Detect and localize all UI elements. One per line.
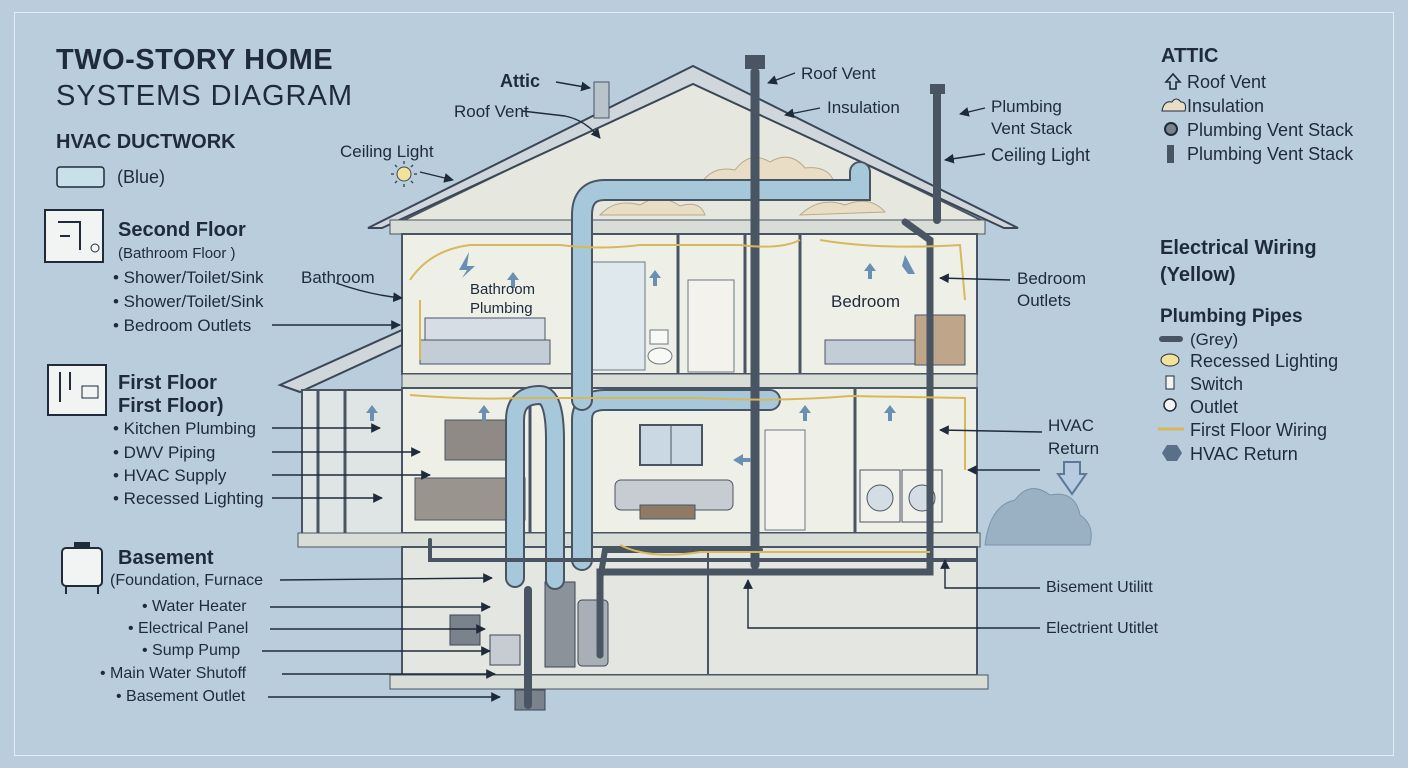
legend-systems-item: (Grey) bbox=[1190, 330, 1239, 349]
legend-systems-item: Outlet bbox=[1190, 397, 1239, 417]
bedroom-outlets-callout: Bedroom bbox=[1017, 269, 1086, 288]
legend-plumbing-heading: Plumbing Pipes bbox=[1160, 306, 1303, 327]
room-label-bathroom-plumbing-2: Plumbing bbox=[470, 300, 533, 317]
second-floor-item: • Shower/Toilet/Sink bbox=[113, 268, 264, 287]
first-floor-heading: First Floor bbox=[118, 372, 217, 394]
legend-attic-item: Plumbing Vent Stack bbox=[1187, 144, 1354, 164]
second-floor-heading: Second Floor bbox=[118, 219, 246, 241]
ceiling-light-callout-left: Ceiling Light bbox=[340, 142, 434, 161]
vent-stack-circle-icon bbox=[1164, 122, 1178, 136]
first-floor-heading-2: First Floor) bbox=[118, 395, 224, 417]
recessed-light-icon bbox=[1160, 353, 1180, 367]
legend-systems-item: HVAC Return bbox=[1190, 444, 1298, 464]
legend-systems-item: First Floor Wiring bbox=[1190, 420, 1328, 440]
insulation-callout: Insulation bbox=[827, 98, 900, 117]
second-floor-item: • Bedroom Outlets bbox=[113, 316, 252, 335]
basement-heading: Basement bbox=[118, 547, 214, 569]
plumbing-vent-stack-callout-2: Vent Stack bbox=[991, 119, 1073, 138]
hvac-heading: HVAC DUCTWORK bbox=[56, 131, 236, 153]
electrical-wiring bbox=[409, 239, 966, 556]
room-label-bathroom-plumbing: Bathroom bbox=[470, 281, 536, 298]
basement-icon bbox=[61, 542, 103, 594]
attic-insulation bbox=[699, 156, 836, 186]
second-floor-sub: (Bathroom Floor ) bbox=[118, 245, 236, 262]
first-floor-item: • DWV Piping bbox=[113, 443, 216, 462]
second-floor-item: • Shower/Toilet/Sink bbox=[113, 292, 264, 311]
page-title: TWO-STORY HOME bbox=[56, 44, 334, 76]
legend-attic-item: Plumbing Vent Stack bbox=[1187, 120, 1354, 140]
switch-icon bbox=[1165, 375, 1175, 390]
second-floor-slab bbox=[401, 373, 978, 389]
basement-item: • Electrical Panel bbox=[128, 620, 249, 637]
basement-item: • Water Heater bbox=[142, 598, 247, 615]
hvac-return-callout: HVAC bbox=[1048, 416, 1094, 435]
legend-attic-item: Roof Vent bbox=[1187, 72, 1267, 92]
basement-item: (Foundation, Furnace bbox=[110, 572, 263, 589]
porch-roof bbox=[277, 328, 403, 394]
ceiling-light-icon bbox=[391, 161, 417, 187]
bathroom-label: Bathroom bbox=[301, 268, 375, 287]
outlet-icon bbox=[1163, 398, 1177, 412]
roof-vent-callout-left: Roof Vent bbox=[454, 102, 529, 121]
grey-pipe-icon bbox=[1159, 336, 1183, 342]
leader-lines bbox=[262, 72, 1043, 702]
legend-systems-item: Recessed Lighting bbox=[1190, 351, 1339, 371]
legend-electrical-heading: Electrical Wiring bbox=[1160, 237, 1317, 259]
electrient-utility-callout: Electrient Utitlet bbox=[1046, 620, 1159, 637]
roof bbox=[367, 64, 1019, 229]
insulation-icon bbox=[1161, 98, 1186, 112]
hvac-ductwork bbox=[505, 161, 871, 590]
plumbing-vent-stack-callout: Plumbing bbox=[991, 97, 1062, 116]
basement-item: • Main Water Shutoff bbox=[100, 665, 247, 682]
legend-electrical-color: (Yellow) bbox=[1160, 264, 1236, 286]
page-subtitle: SYSTEMS DIAGRAM bbox=[56, 80, 353, 112]
attic-callout: Attic bbox=[500, 71, 540, 91]
roof-vent-callout-top: Roof Vent bbox=[801, 64, 876, 83]
legend-systems-item: Switch bbox=[1190, 374, 1244, 394]
plumbing-pipes bbox=[428, 67, 977, 709]
basement bbox=[401, 546, 978, 676]
basement-item: • Sump Pump bbox=[142, 642, 241, 659]
bedroom-outlets-callout-2: Outlets bbox=[1017, 291, 1071, 310]
ceiling-light-callout-right: Ceiling Light bbox=[991, 145, 1091, 165]
first-floor-item: • Kitchen Plumbing bbox=[113, 419, 256, 438]
hvac-return-callout-2: Return bbox=[1048, 439, 1100, 458]
first-floor-icon bbox=[47, 364, 107, 416]
roof-vent-icon bbox=[1164, 72, 1182, 90]
first-floor-slab bbox=[297, 532, 981, 548]
hvac-register-arrows bbox=[366, 252, 915, 466]
hvac-duct-swatch bbox=[56, 166, 105, 188]
bush bbox=[984, 488, 1092, 546]
roof-vent-stack-cap bbox=[745, 55, 765, 69]
legend-attic-heading: ATTIC bbox=[1161, 45, 1219, 67]
hvac-color-label: (Blue) bbox=[117, 167, 166, 187]
vent-stack-pipe-icon bbox=[1167, 145, 1174, 163]
room-label-bedroom: Bedroom bbox=[831, 292, 900, 311]
first-floor-item: • Recessed Lighting bbox=[113, 489, 264, 508]
second-floor-icon bbox=[44, 209, 104, 263]
first-floor-item: • HVAC Supply bbox=[113, 466, 227, 485]
basement-utility-callout: Bisement Utilitt bbox=[1046, 579, 1153, 596]
hvac-return-arrow bbox=[1056, 461, 1088, 496]
legend-attic-item: Insulation bbox=[1187, 96, 1265, 116]
legend-icons bbox=[1158, 72, 1186, 461]
hvac-return-icon bbox=[1162, 445, 1182, 461]
attic-floor bbox=[389, 219, 986, 235]
basement-item: • Basement Outlet bbox=[116, 688, 246, 705]
